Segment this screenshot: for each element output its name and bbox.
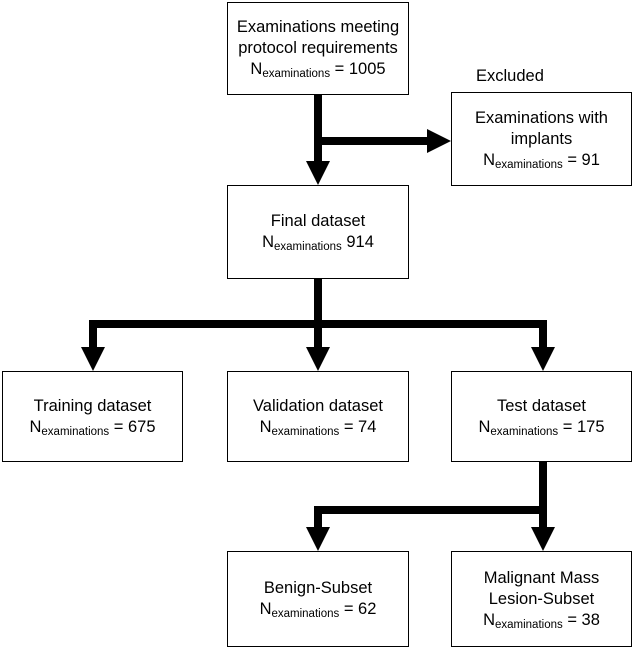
test-dataset-box: Test dataset Nexaminations = 175 (451, 371, 632, 462)
count-subscript: examinations (271, 425, 340, 438)
count-symbol: N (29, 417, 42, 436)
validation-dataset-count: Nexaminations = 74 (260, 417, 377, 438)
count-subscript: examinations (494, 618, 563, 631)
protocol-title: Examinations meeting protocol requiremen… (236, 18, 400, 57)
count-symbol: N (250, 60, 263, 78)
count-symbol: N (478, 417, 491, 436)
protocol-count: Nexaminations = 1005 (250, 59, 385, 80)
arrowhead-benign (306, 527, 330, 551)
validation-dataset-box: Validation dataset Nexaminations = 74 (227, 371, 409, 462)
arrowhead-validation (306, 347, 330, 371)
benign-subset-count: Nexaminations = 62 (260, 599, 377, 620)
test-dataset-count-value: = 175 (558, 417, 605, 436)
arrowhead-final (306, 161, 330, 185)
malignant-subset-count: Nexaminations = 38 (483, 610, 600, 631)
count-symbol: N (262, 233, 275, 251)
count-subscript: examinations (490, 425, 559, 438)
final-dataset-count: Nexaminations 914 (262, 232, 374, 253)
connector-subset-left (314, 506, 543, 530)
protocol-count-value: = 1005 (330, 60, 386, 78)
arrowhead-training (81, 347, 105, 371)
protocol-box: Examinations meeting protocol requiremen… (227, 2, 409, 95)
count-subscript: examinations (274, 241, 342, 253)
count-subscript: examinations (41, 425, 110, 438)
count-symbol: N (483, 150, 495, 169)
validation-dataset-count-value: = 74 (339, 417, 377, 436)
final-dataset-box: Final dataset Nexaminations 914 (227, 185, 409, 279)
arrowhead-excluded (427, 129, 451, 153)
test-dataset-title: Test dataset (497, 396, 586, 415)
count-subscript: examinations (271, 608, 340, 620)
benign-subset-title: Benign-Subset (263, 579, 373, 597)
implants-title: Examinations with implants (475, 108, 608, 148)
count-subscript: examinations (262, 68, 331, 80)
malignant-subset-box: Malignant Mass Lesion-Subset Nexaminatio… (451, 551, 632, 647)
validation-dataset-title: Validation dataset (253, 396, 383, 415)
implants-count: Nexaminations = 91 (483, 150, 600, 171)
malignant-subset-title: Malignant Mass Lesion-Subset (483, 568, 600, 608)
malignant-subset-count-value: = 38 (562, 610, 600, 629)
count-symbol: N (259, 417, 272, 436)
arrowhead-test (531, 347, 555, 371)
count-symbol: N (259, 600, 272, 618)
training-dataset-box: Training dataset Nexaminations = 675 (2, 371, 183, 462)
test-dataset-count: Nexaminations = 175 (478, 417, 604, 438)
benign-subset-box: Benign-Subset Nexaminations = 62 (227, 551, 409, 647)
training-dataset-count: Nexaminations = 675 (29, 417, 155, 438)
count-subscript: examinations (494, 158, 563, 171)
implants-count-value: = 91 (562, 150, 600, 169)
count-symbol: N (483, 610, 495, 629)
training-dataset-title: Training dataset (33, 396, 152, 415)
connector-split-bar (89, 320, 547, 350)
training-dataset-count-value: = 675 (109, 417, 156, 436)
arrowhead-malignant (531, 527, 555, 551)
benign-subset-count-value: = 62 (339, 600, 377, 618)
final-dataset-count-value: 914 (341, 233, 374, 251)
excluded-label: Excluded (476, 67, 544, 85)
implants-box: Examinations with implants Nexaminations… (451, 92, 632, 186)
final-dataset-title: Final dataset (270, 212, 366, 230)
